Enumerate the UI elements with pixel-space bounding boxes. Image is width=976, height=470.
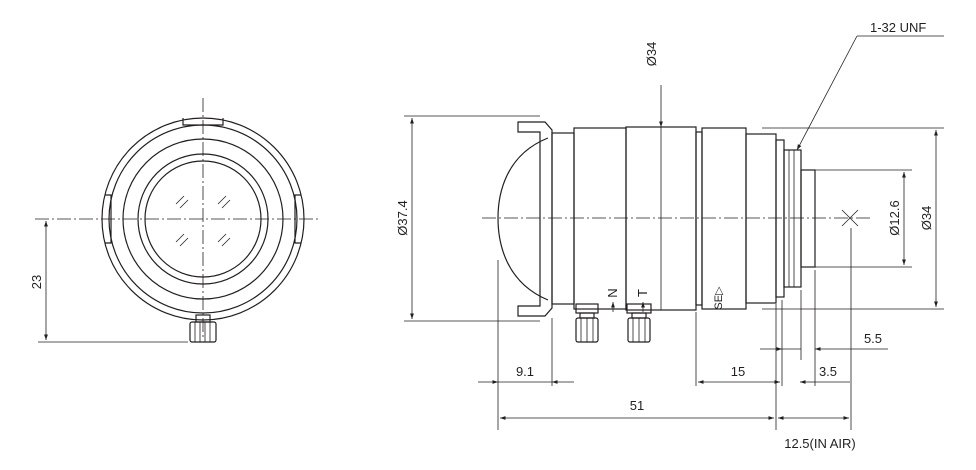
right-diameter-dimensions: Ø12.6 Ø34: [762, 127, 944, 310]
front-ring-4: [137, 153, 269, 285]
dim-right-inner-label: Ø12.6: [887, 200, 902, 235]
glass-reflection-marks: [175, 195, 231, 247]
dim-51-label: 51: [630, 398, 644, 413]
c-mount-thread: [783, 149, 802, 288]
dim-12-5-label: 12.5(IN AIR): [784, 436, 856, 451]
extension-lines: [497, 228, 852, 430]
front-ring-3: [122, 138, 284, 300]
dim-9-1-label: 9.1: [516, 364, 534, 379]
barrel-section-3: [695, 131, 703, 306]
dim-3-5: 3.5: [800, 364, 850, 384]
left-diameter-dimension: Ø37.4: [395, 115, 540, 322]
front-right-notch: [294, 194, 301, 244]
thread-label: 1-32 UNF: [870, 20, 926, 35]
front-dome: [497, 137, 549, 301]
rear-element: [800, 169, 816, 268]
dim-right-outer-label: Ø34: [919, 206, 934, 231]
front-top-notch: [182, 118, 224, 126]
front-view: 23: [29, 98, 320, 343]
top-diameter-dimension: Ø34: [644, 42, 663, 127]
dim-15: 15: [698, 364, 780, 384]
dim-5-5: 5.5: [760, 331, 888, 351]
dim-5-5-label: 5.5: [864, 331, 882, 346]
dim-3-5-label: 3.5: [819, 364, 837, 379]
front-glass: [144, 160, 262, 278]
near-mark: N: [605, 288, 620, 297]
zoom-lock-screw: [626, 303, 652, 343]
tele-mark: T: [635, 289, 650, 297]
dim-12-5: 12.5(IN AIR): [778, 416, 856, 451]
focus-lock-screw: [575, 303, 599, 343]
iris-ring: [701, 127, 747, 310]
dim-51: 51: [500, 398, 774, 420]
thread-callout: 1-32 UNF: [796, 20, 944, 151]
barrel-section-1: [551, 132, 575, 305]
front-left-notch: [105, 194, 112, 244]
barrel-section-2: [573, 127, 627, 310]
screw-mark: SE▷: [713, 286, 725, 310]
side-view: N T SE▷: [482, 121, 870, 343]
dim-9-1: 9.1: [478, 364, 574, 384]
mount-flange: [775, 139, 785, 298]
dim-15-label: 15: [731, 364, 745, 379]
front-hood: [517, 121, 553, 317]
front-outer-ring: [101, 117, 305, 321]
dim-left-dia-label: Ø37.4: [395, 200, 410, 235]
rear-section: [745, 133, 777, 304]
front-height-dimension: 23: [29, 221, 188, 343]
dim-23-label: 23: [29, 275, 44, 289]
front-lock-screw: [189, 314, 217, 343]
dim-top-dia-label: Ø34: [644, 42, 659, 67]
